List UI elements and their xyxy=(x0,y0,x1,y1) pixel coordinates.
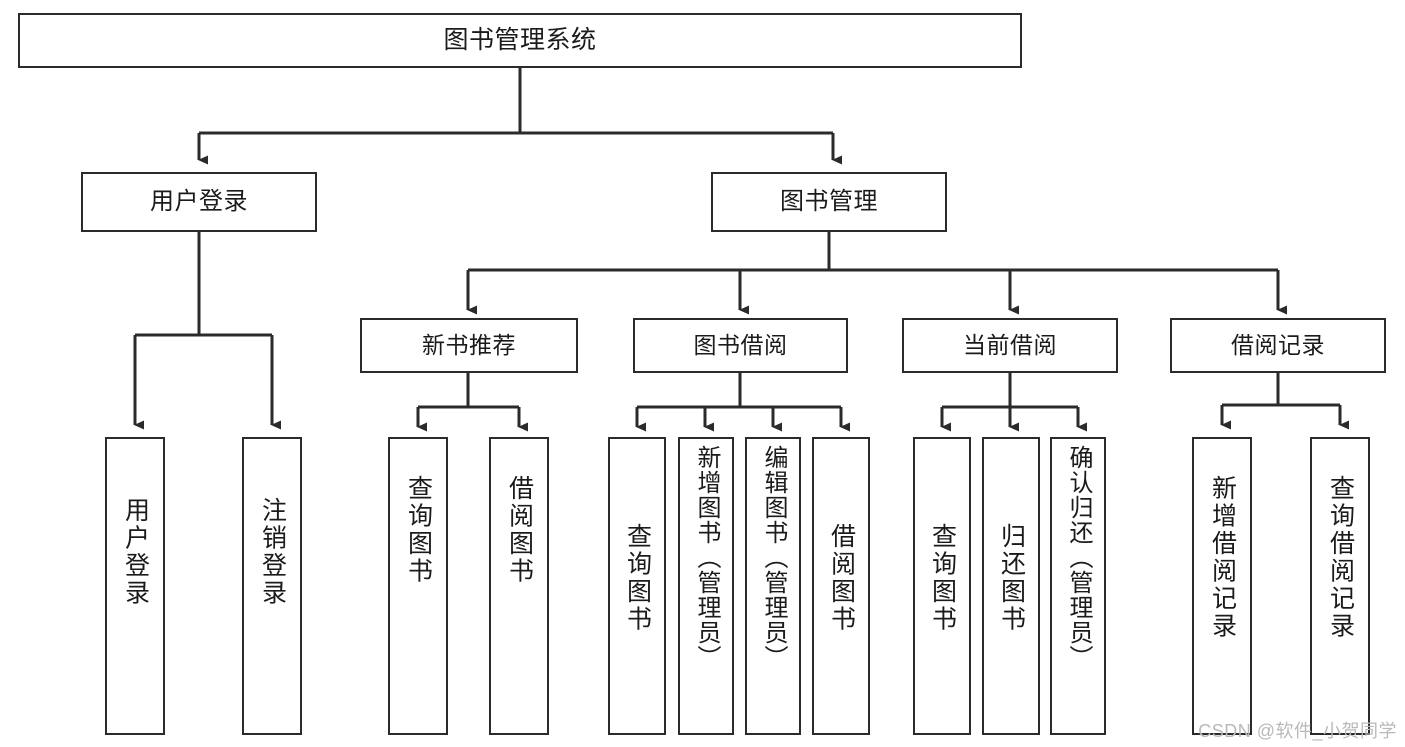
leaf-user-login-logout[interactable]: 注销登录 xyxy=(242,437,302,735)
leaf-borrow-query-book-label: 查询图书 xyxy=(623,523,652,633)
leaf-new-book-borrow-book-label: 借阅图书 xyxy=(505,475,534,585)
node-book-management[interactable]: 图书管理 xyxy=(711,172,947,232)
leaf-current-confirm-return-admin[interactable]: 确认归还（管理员） xyxy=(1050,437,1106,735)
leaf-record-add-record-label: 新增借阅记录 xyxy=(1208,475,1237,640)
leaf-new-book-query-book-label: 查询图书 xyxy=(404,475,433,585)
leaf-record-query-record[interactable]: 查询借阅记录 xyxy=(1310,437,1370,735)
node-new-book-recommend[interactable]: 新书推荐 xyxy=(360,318,578,373)
node-borrow-record-label: 借阅记录 xyxy=(1231,332,1325,359)
leaf-current-return-book[interactable]: 归还图书 xyxy=(982,437,1040,735)
node-book-borrow-label: 图书借阅 xyxy=(693,332,788,359)
node-root-book-management-system[interactable]: 图书管理系统 xyxy=(18,13,1022,68)
leaf-new-book-borrow-book[interactable]: 借阅图书 xyxy=(489,437,549,735)
leaf-current-query-book[interactable]: 查询图书 xyxy=(913,437,971,735)
node-book-management-label: 图书管理 xyxy=(780,188,878,216)
node-new-book-recommend-label: 新书推荐 xyxy=(422,332,516,359)
leaf-current-return-book-label: 归还图书 xyxy=(997,523,1026,633)
node-current-borrow[interactable]: 当前借阅 xyxy=(902,318,1118,373)
leaf-current-query-book-label: 查询图书 xyxy=(928,523,957,633)
leaf-borrow-edit-book-admin[interactable]: 编辑图书（管理员） xyxy=(745,437,801,735)
leaf-new-book-query-book[interactable]: 查询图书 xyxy=(388,437,448,735)
node-root-label: 图书管理系统 xyxy=(443,26,597,54)
node-current-borrow-label: 当前借阅 xyxy=(963,332,1057,359)
node-book-borrow[interactable]: 图书借阅 xyxy=(633,318,848,373)
leaf-record-query-record-label: 查询借阅记录 xyxy=(1326,475,1355,640)
leaf-borrow-add-book-admin[interactable]: 新增图书（管理员） xyxy=(678,437,734,735)
leaf-borrow-borrow-book[interactable]: 借阅图书 xyxy=(812,437,870,735)
leaf-borrow-borrow-book-label: 借阅图书 xyxy=(827,523,856,633)
leaf-current-confirm-return-admin-label: 确认归还（管理员） xyxy=(1065,445,1092,670)
leaf-record-add-record[interactable]: 新增借阅记录 xyxy=(1192,437,1252,735)
node-borrow-record[interactable]: 借阅记录 xyxy=(1170,318,1386,373)
leaf-user-login-login[interactable]: 用户登录 xyxy=(105,437,165,735)
node-user-login-label: 用户登录 xyxy=(150,188,248,216)
node-user-login[interactable]: 用户登录 xyxy=(81,172,317,232)
leaf-user-login-logout-label: 注销登录 xyxy=(258,497,287,607)
leaf-borrow-query-book[interactable]: 查询图书 xyxy=(608,437,666,735)
leaf-borrow-edit-book-admin-label: 编辑图书（管理员） xyxy=(760,445,787,670)
leaf-user-login-login-label: 用户登录 xyxy=(121,497,150,607)
leaf-borrow-add-book-admin-label: 新增图书（管理员） xyxy=(693,445,720,670)
